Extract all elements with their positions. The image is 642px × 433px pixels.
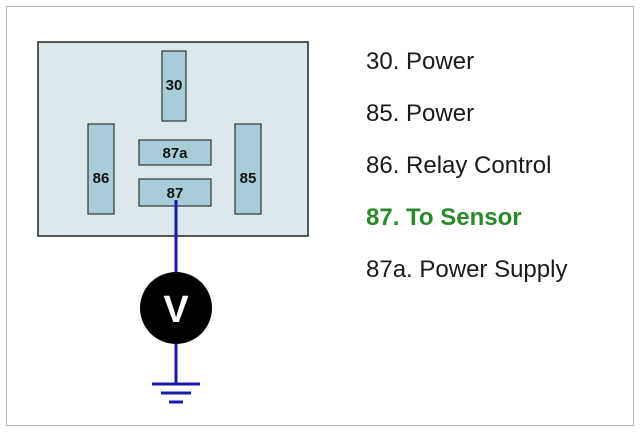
legend-item-87: 87. To Sensor: [366, 204, 522, 231]
pin-legend: 30. Power 85. Power 86. Relay Control 87…: [366, 44, 567, 304]
legend-item-85: 85. Power: [366, 100, 475, 127]
legend-item-87a: 87a. Power Supply: [366, 256, 568, 283]
voltmeter-icon: [140, 272, 212, 344]
pin-87a-label: 87a: [162, 145, 188, 162]
legend-item-30: 30. Power: [366, 48, 475, 75]
pin-87a: [138, 139, 212, 166]
voltmeter-label: V: [163, 289, 189, 331]
legend-item-86: 86. Relay Control: [366, 152, 552, 179]
ground-icon: [152, 382, 200, 404]
pin-87-label: 87: [167, 185, 184, 202]
pin-86: [87, 123, 115, 215]
pin-30: [161, 50, 187, 122]
pin-85-label: 85: [240, 170, 257, 187]
pin-86-label: 86: [93, 170, 110, 187]
pin-30-label: 30: [166, 77, 183, 94]
pin-85: [234, 123, 262, 215]
